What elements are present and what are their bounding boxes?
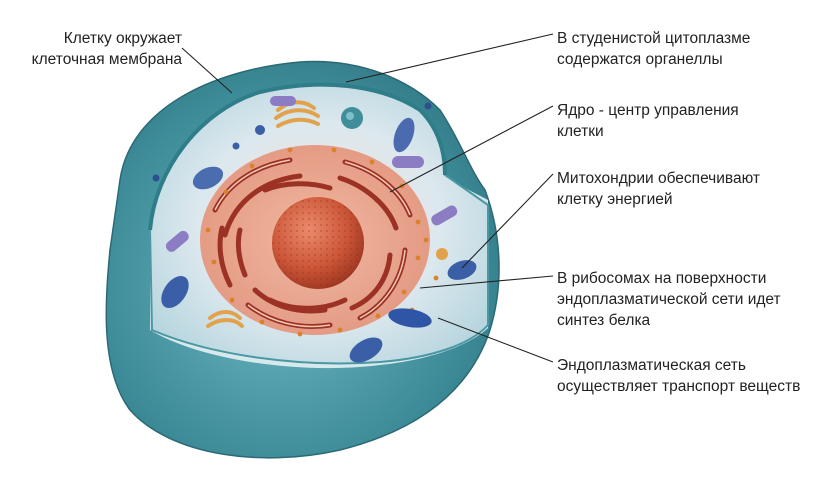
vesicles <box>152 96 458 260</box>
label-ribosomes: В рибосомах на поверхности эндоплазматич… <box>557 268 781 331</box>
label-line: содержатся органеллы <box>557 51 723 68</box>
nucleus-texture <box>272 197 364 289</box>
label-cytoplasm: В студенистой цитоплазме содержатся орга… <box>557 28 750 70</box>
label-endoplasmic-reticulum: Эндоплазматическая сеть осуществляет тра… <box>557 355 800 397</box>
label-line: клеточная мембрана <box>31 51 182 68</box>
ribosomes <box>205 147 439 337</box>
mitochondria <box>161 166 477 363</box>
label-cell-membrane: Клетку окружает клеточная мембрана <box>14 28 182 70</box>
label-mitochondria: Митохондрии обеспечивают клетку энергией <box>557 168 760 210</box>
membrane-rim <box>148 82 447 231</box>
label-line: Ядро - центр управления <box>557 102 739 119</box>
label-line: В студенистой цитоплазме <box>557 30 751 47</box>
leader-lines <box>181 33 554 363</box>
label-line: синтез белка <box>557 312 651 329</box>
label-line: клетки <box>557 123 604 140</box>
label-line: Клетку окружает <box>63 30 182 47</box>
label-line: В рибосомах на поверхности <box>557 270 767 287</box>
label-line: эндоплазматической сети идет <box>557 291 781 308</box>
label-nucleus: Ядро - центр управления клетки <box>557 100 739 142</box>
golgi-apparatus <box>206 100 320 328</box>
label-line: клетку энергией <box>557 191 673 208</box>
er-inner-lines <box>214 159 411 328</box>
label-line: осуществляет транспорт веществ <box>557 378 801 395</box>
label-line: Эндоплазматическая сеть <box>557 357 746 374</box>
label-line: Митохондрии обеспечивают <box>557 170 760 187</box>
